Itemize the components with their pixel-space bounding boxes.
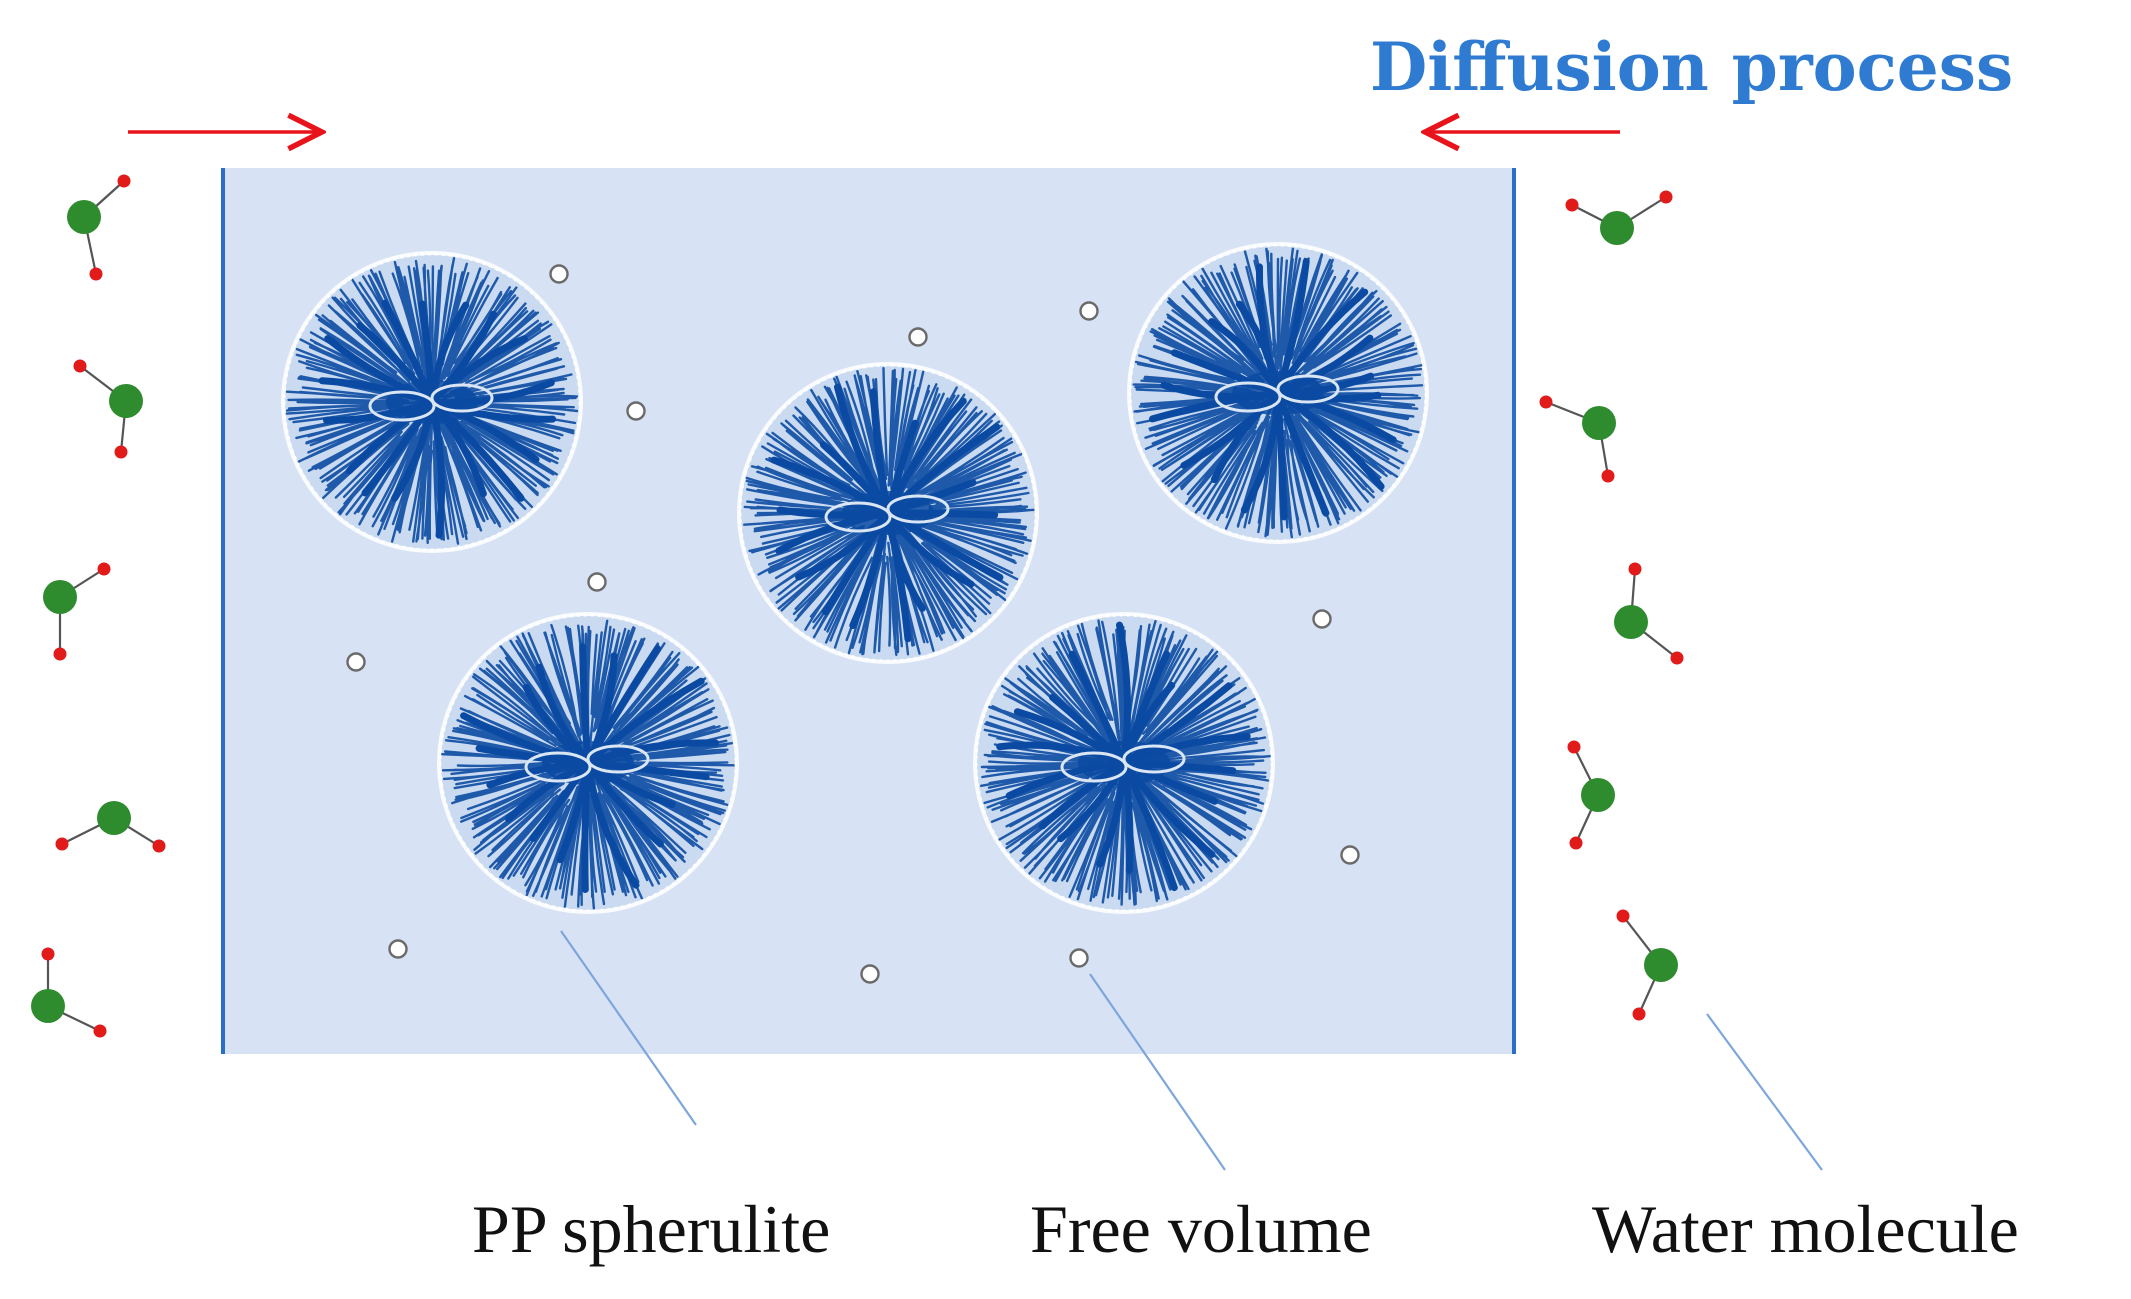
water-molecule-icon: [67, 174, 131, 281]
label-pp-spherulite: PP spherulite: [472, 1191, 831, 1267]
free-volume-void-icon: [860, 964, 880, 984]
spherulite-icon: [973, 612, 1275, 914]
spherulite-icon: [737, 362, 1039, 664]
leader-line-free-volume: [1089, 973, 1226, 1171]
leader-line-spherulite: [560, 930, 697, 1126]
free-volume-void-icon: [908, 327, 928, 347]
spherulite-group: [281, 242, 1429, 914]
free-volume-group: [346, 264, 1360, 984]
water-molecule-icon: [55, 801, 166, 853]
water-molecule-icon: [43, 562, 111, 661]
water-molecule-icon: [1565, 190, 1673, 245]
free-volume-void-icon: [1312, 609, 1332, 629]
free-volume-void-icon: [587, 572, 607, 592]
water-molecule-icon: [1616, 909, 1678, 1021]
water-molecule-icon: [1614, 562, 1684, 665]
spherulite-icon: [281, 251, 583, 553]
water-molecule-icon: [31, 947, 107, 1038]
diagram-title: Diffusion process: [1370, 28, 2014, 106]
free-volume-void-icon: [346, 652, 366, 672]
leader-line-water-molecule: [1706, 1013, 1823, 1171]
spherulite-icon: [437, 612, 739, 914]
water-molecule-icon: [1539, 395, 1616, 483]
free-volume-void-icon: [1069, 948, 1089, 968]
free-volume-void-icon: [626, 401, 646, 421]
free-volume-void-icon: [1079, 301, 1099, 321]
water-molecule-group: [31, 174, 1684, 1038]
water-molecule-icon: [73, 359, 143, 459]
label-water-molecule: Water molecule: [1592, 1191, 2019, 1267]
water-molecule-icon: [1567, 740, 1615, 850]
label-free-volume: Free volume: [1030, 1191, 1372, 1267]
free-volume-void-icon: [388, 939, 408, 959]
free-volume-void-icon: [549, 264, 569, 284]
spherulite-icon: [1127, 242, 1429, 544]
free-volume-void-icon: [1340, 845, 1360, 865]
